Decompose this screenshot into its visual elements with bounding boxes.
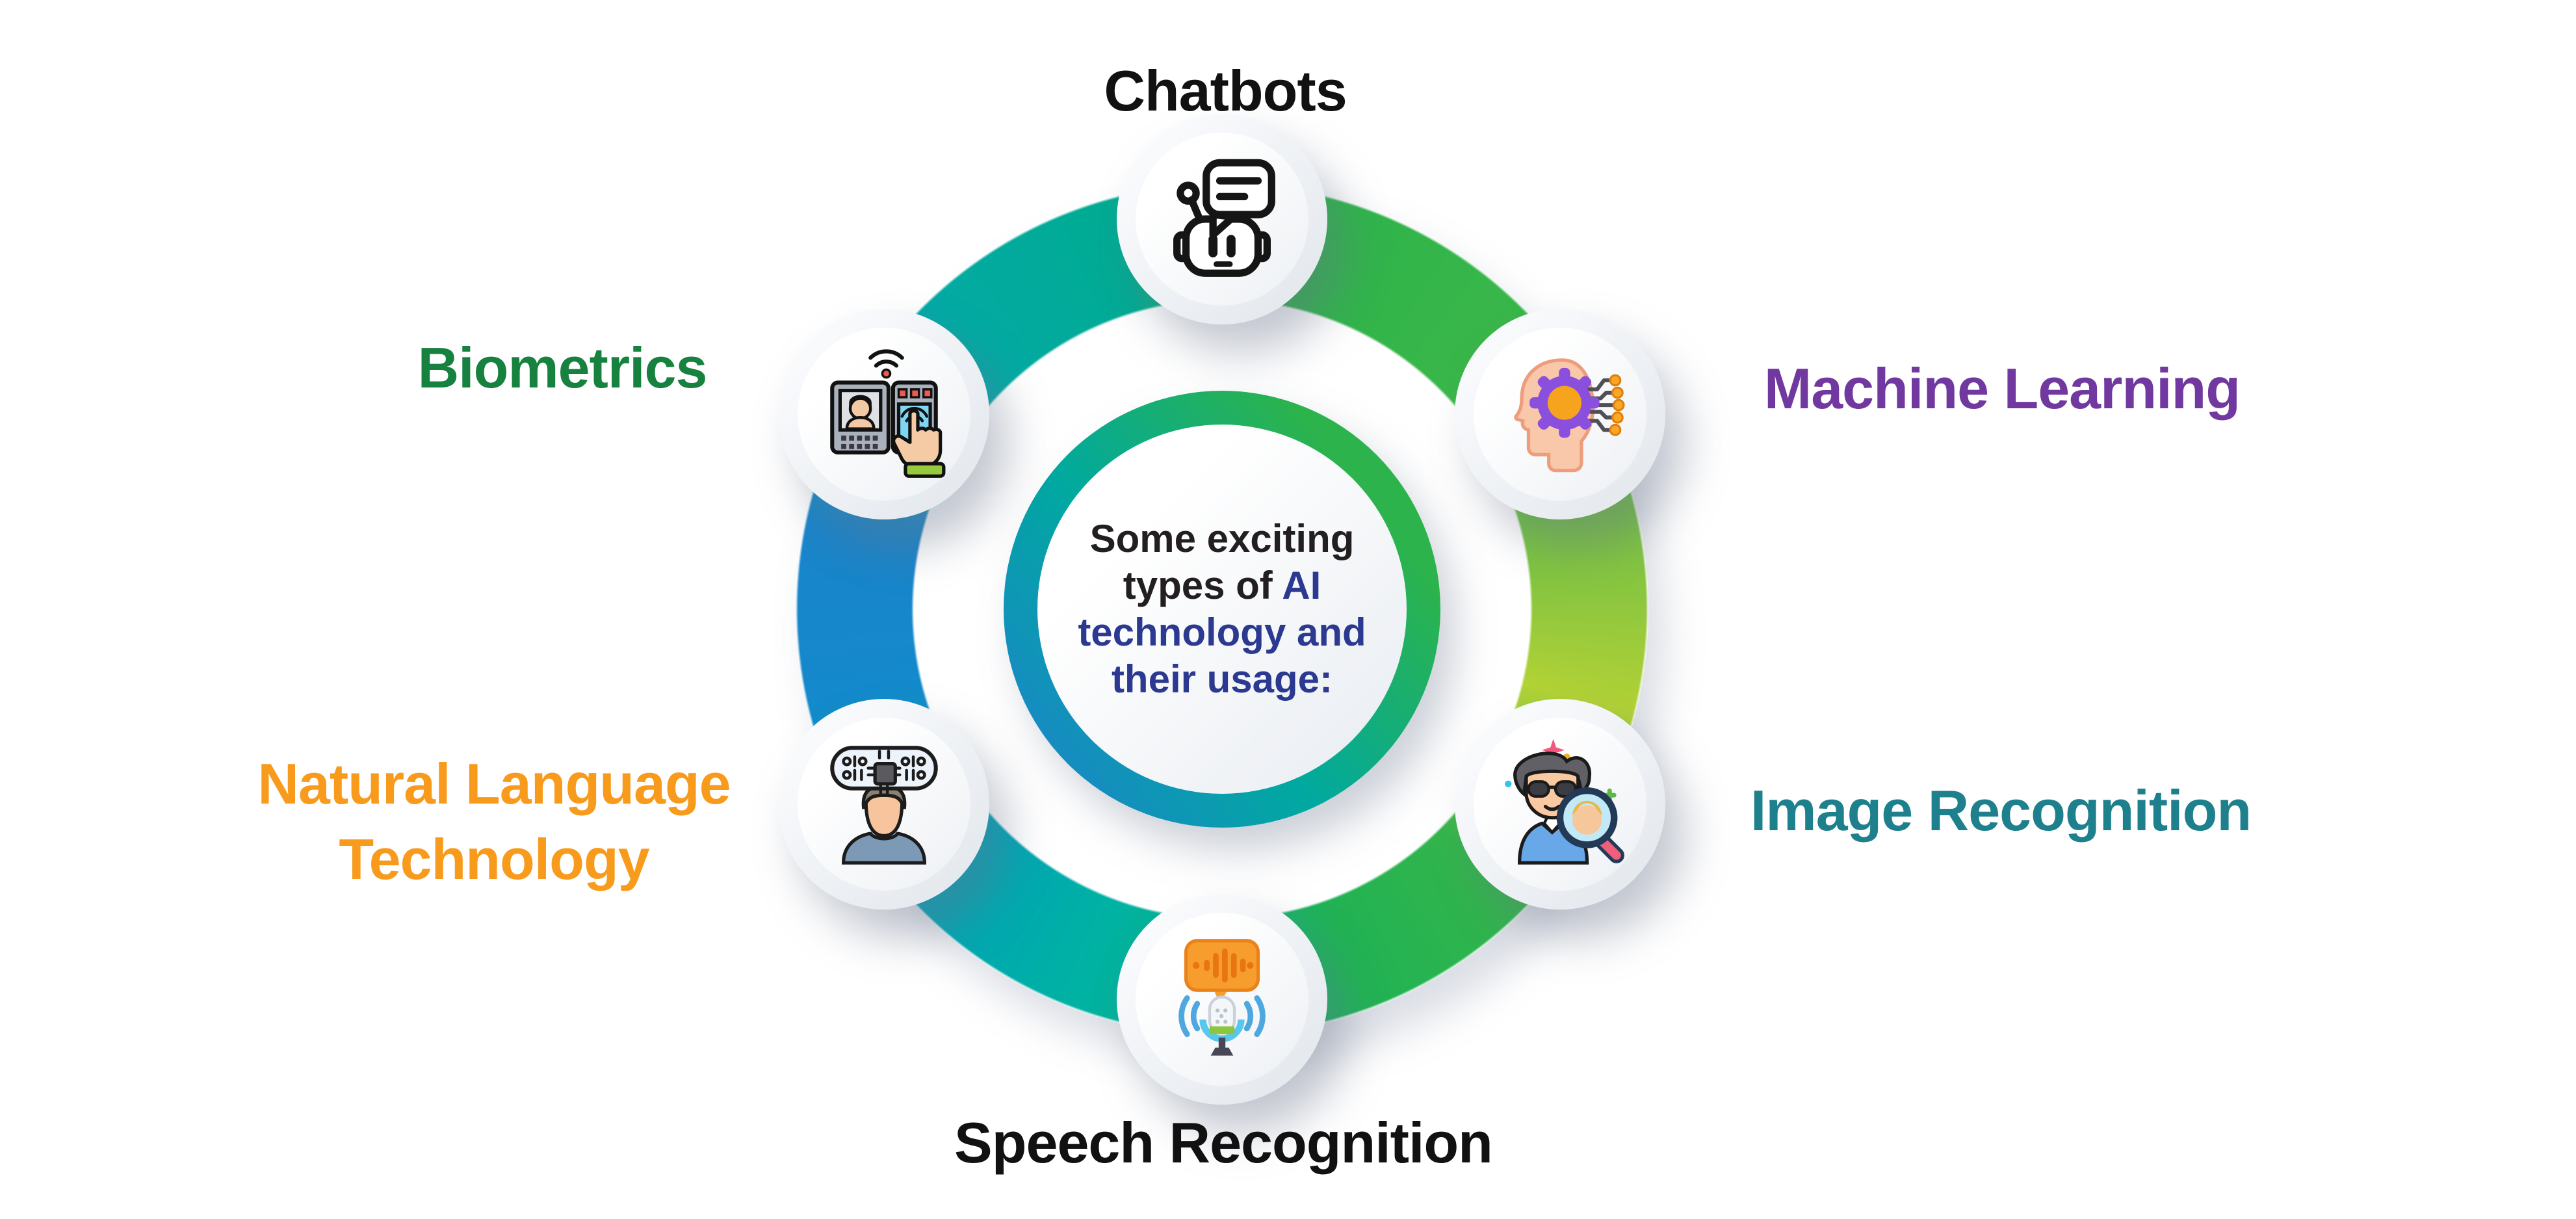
node-machine-learning-inner	[1474, 328, 1646, 501]
machine-learning-icon	[1514, 358, 1625, 473]
center-circle-inner: Some exciting types of AI technology and…	[1037, 425, 1407, 794]
label-nlt-line1: Natural Language	[257, 752, 731, 816]
speech-recognition-icon	[1178, 939, 1266, 1056]
node-speech-recognition-inner	[1136, 913, 1308, 1086]
node-image-recognition-inner	[1474, 718, 1646, 891]
node-speech-recognition	[1117, 894, 1327, 1105]
center-title-line2: types of AI	[1123, 564, 1321, 607]
center-circle: Some exciting types of AI technology and…	[1004, 391, 1440, 828]
node-biometrics-inner	[798, 328, 970, 501]
natural-language-icon	[830, 746, 938, 865]
node-chatbots	[1117, 114, 1327, 324]
node-biometrics	[779, 309, 989, 519]
center-title: Some exciting types of AI technology and…	[1078, 516, 1366, 703]
label-machine-learning: Machine Learning	[1763, 356, 2241, 421]
label-image-recognition: Image Recognition	[1750, 778, 2252, 843]
center-title-line3: technology and	[1078, 610, 1366, 654]
label-speech-recognition: Speech Recognition	[954, 1110, 1493, 1175]
node-image-recognition	[1455, 699, 1665, 910]
label-biometrics: Biometrics	[417, 335, 708, 400]
chatbot-icon	[1173, 159, 1275, 277]
image-recognition-icon	[1505, 739, 1624, 865]
label-natural-language-technology: Natural Language Technology	[257, 746, 731, 897]
node-machine-learning	[1455, 309, 1665, 519]
biometrics-icon	[830, 349, 946, 478]
center-title-line1: Some exciting	[1089, 517, 1355, 560]
label-chatbots: Chatbots	[1104, 59, 1347, 123]
node-chatbots-inner	[1136, 133, 1308, 306]
sparkle-star	[1542, 739, 1565, 762]
label-nlt-line2: Technology	[339, 827, 649, 891]
center-title-line4: their usage:	[1111, 657, 1333, 701]
node-natural-language-technology	[779, 699, 989, 910]
node-natural-language-technology-inner	[798, 718, 970, 891]
